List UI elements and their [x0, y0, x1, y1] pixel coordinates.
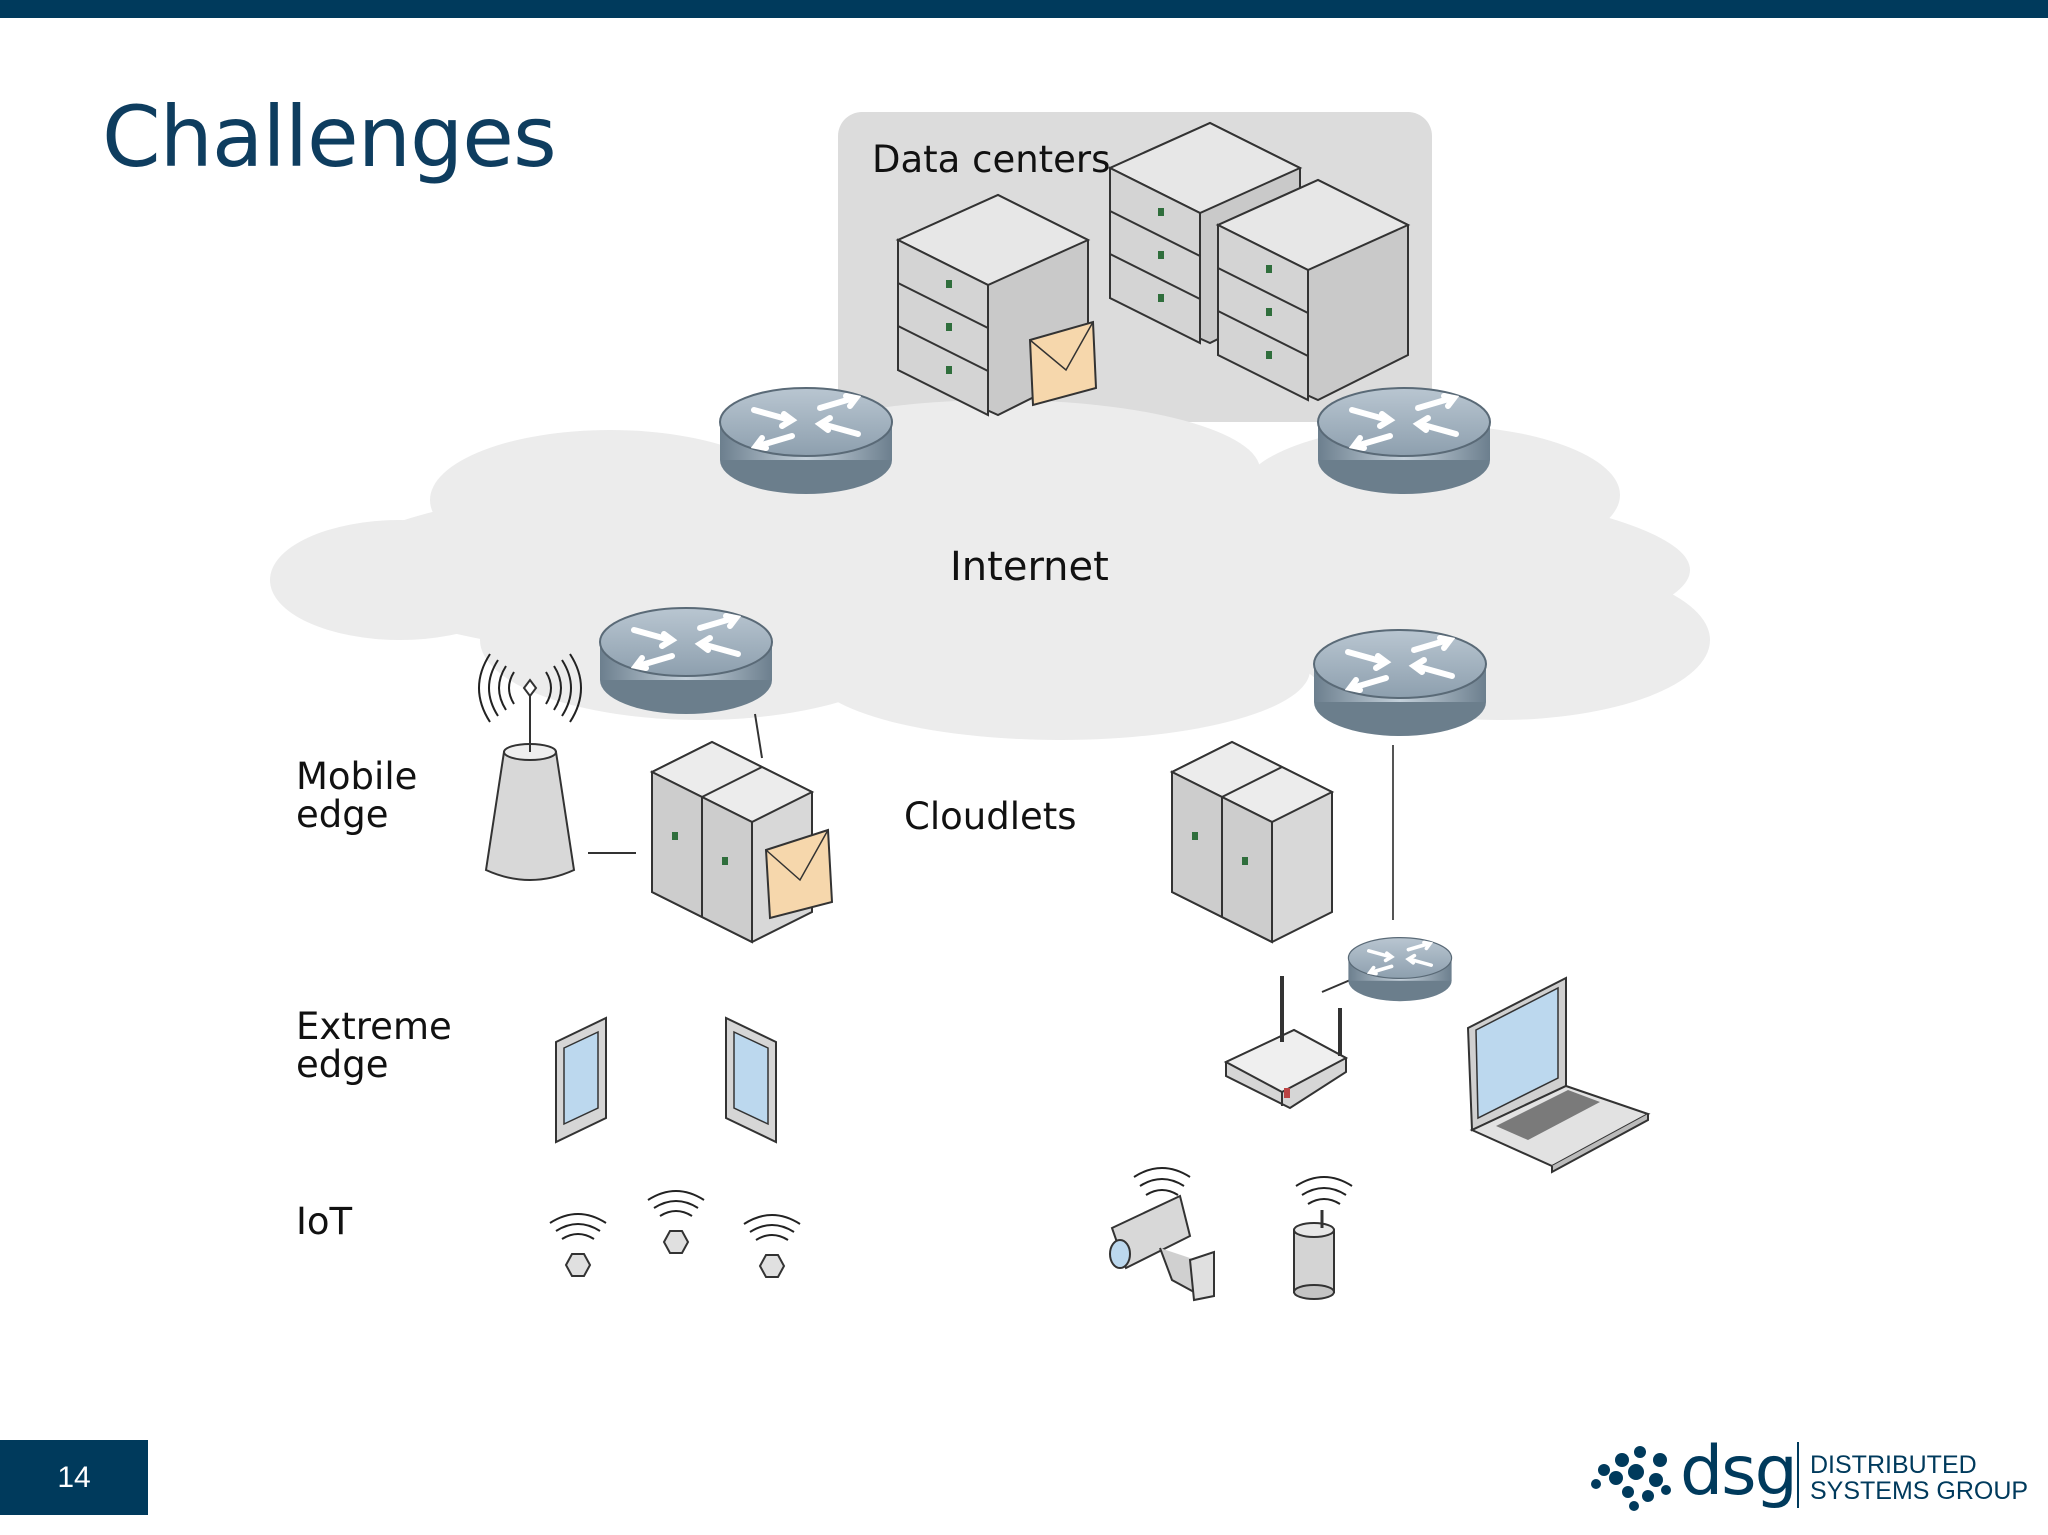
logo-divider — [1797, 1442, 1799, 1508]
page-number: 14 — [0, 1440, 148, 1515]
wifi-router-icon — [1223, 976, 1349, 1110]
router-icon-mobile-edge — [600, 608, 772, 714]
label-extreme-edge: Extreme edge — [296, 1005, 452, 1086]
router-icon-datacenter-right — [1318, 388, 1490, 494]
label-internet: Internet — [950, 544, 1109, 590]
iot-sensor-icon-2 — [647, 1190, 705, 1254]
cloudlet-server-right — [1171, 741, 1333, 943]
iot-sensor-icon-3 — [743, 1214, 801, 1278]
link-router-cloudlet-left — [754, 713, 763, 759]
label-cloudlets: Cloudlets — [904, 795, 1077, 838]
logo-line-1: DISTRIBUTED — [1810, 1451, 1977, 1479]
router-icon-datacenter-left — [720, 388, 892, 494]
logo-wordmark: dsg — [1680, 1432, 1798, 1511]
tablet-icon-right — [725, 1017, 777, 1143]
router-icon-cloudlet-right — [1314, 630, 1486, 736]
datacenter-server-right-b — [1217, 179, 1409, 401]
laptop-icon — [1466, 976, 1651, 1174]
slide-title: Challenges — [102, 88, 557, 186]
dsg-logo-dots-icon — [1591, 1446, 1671, 1511]
envelope-icon — [1028, 320, 1098, 407]
label-iot: IoT — [296, 1200, 353, 1243]
router-icon-small — [1346, 935, 1454, 1004]
top-accent-bar — [0, 0, 2048, 18]
tablet-icon-left — [555, 1017, 607, 1143]
cell-tower-icon — [478, 653, 582, 881]
camera-icon — [1109, 1167, 1215, 1302]
envelope-icon-cloudlet — [764, 828, 834, 920]
label-mobile-edge: Mobile edge — [296, 755, 418, 836]
cylinder-sensor-icon — [1293, 1176, 1353, 1300]
logo-line-2: SYSTEMS GROUP — [1810, 1477, 2029, 1505]
logo-subtitle: DISTRIBUTED SYSTEMS GROUP — [1810, 1452, 2028, 1504]
label-data-centers: Data centers — [872, 138, 1111, 181]
iot-sensor-icon-1 — [549, 1213, 607, 1277]
